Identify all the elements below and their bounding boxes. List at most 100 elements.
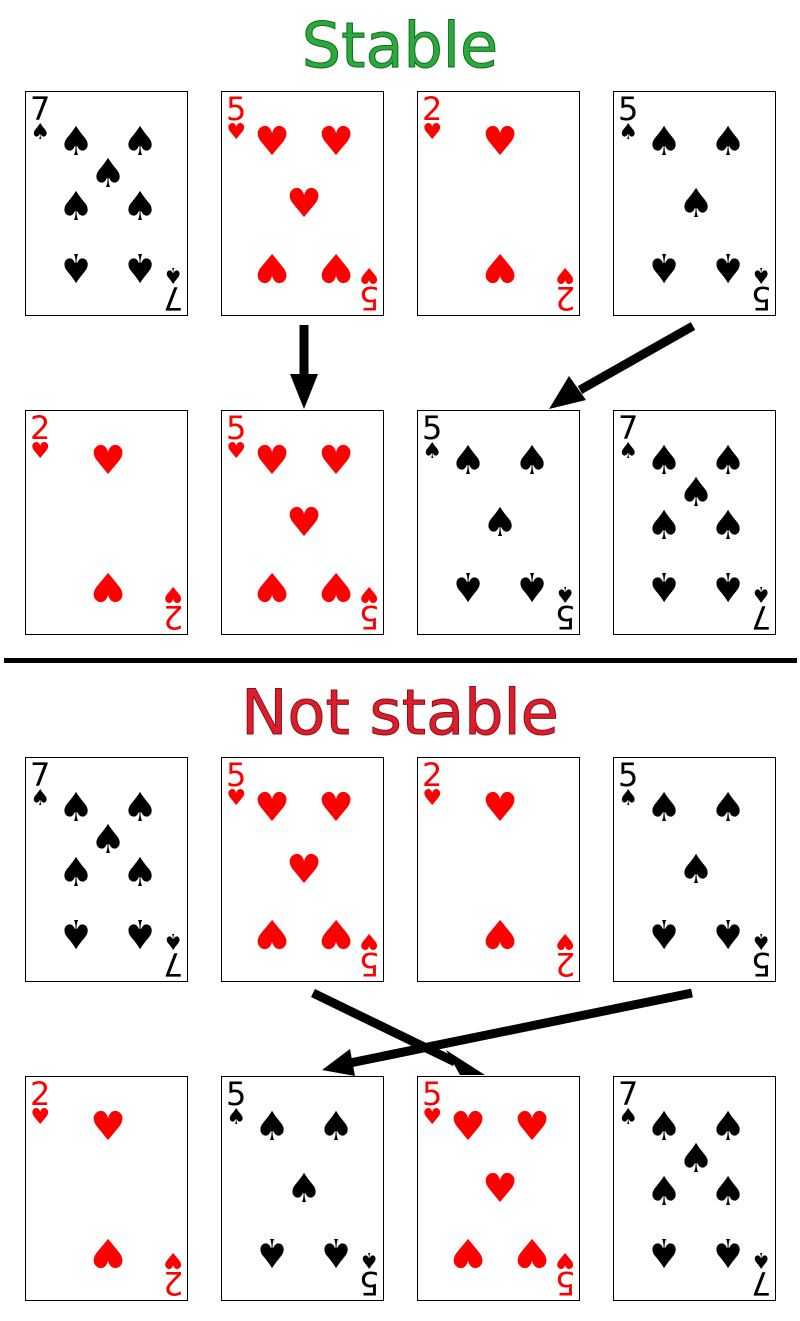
card-rank: 7: [618, 410, 639, 447]
spade-icon: ♠: [710, 1169, 746, 1215]
card-corner-index: 5♠: [618, 93, 638, 144]
card-5-spades: 5♠5♠♠♠♠♠♠: [417, 410, 580, 635]
spade-icon: ♠: [482, 500, 518, 546]
spade-icon: ♠: [678, 847, 714, 893]
spade-icon: ♠: [618, 120, 639, 145]
card-rank: 5: [226, 410, 247, 447]
spade-icon: ♠: [710, 438, 746, 484]
spade-icon: ♠: [646, 119, 682, 165]
spade-icon: ♠: [318, 1104, 354, 1150]
stable-arrows: [290, 322, 696, 409]
card-5-spades: 5♠5♠♠♠♠♠♠: [221, 1076, 384, 1301]
card-rank: 2: [422, 91, 443, 128]
spade-icon: ♠: [30, 786, 51, 811]
card-corner-index: 2♥: [422, 93, 442, 144]
heart-icon: ♥: [482, 1166, 518, 1212]
section-divider: [4, 658, 797, 663]
heart-icon: ♥: [422, 1105, 443, 1130]
card-corner-index: 7♠: [30, 759, 50, 810]
spade-icon: ♠: [710, 785, 746, 831]
heart-icon: ♥: [254, 438, 290, 484]
card-7-spades: 7♠7♠♠♠♠♠♠♠♠: [25, 757, 188, 982]
card-corner-index: 5♠: [618, 759, 638, 810]
spade-icon: ♠: [30, 120, 51, 145]
heart-icon: ♥: [254, 119, 290, 165]
arrow-head: [446, 1050, 485, 1075]
card-corner-index: 5♥: [226, 93, 246, 144]
card-5-hearts: 5♥5♥♥♥♥♥♥: [221, 757, 384, 982]
arrow-head: [322, 1049, 355, 1076]
spade-icon: ♠: [678, 181, 714, 227]
spade-icon: ♠: [618, 1105, 639, 1130]
card-2-hearts: 2♥2♥♥♥: [417, 91, 580, 316]
card-corner-index: 5♥: [226, 412, 246, 463]
spade-icon: ♠: [678, 470, 714, 516]
heart-icon: ♥: [286, 181, 322, 227]
arrow-head: [290, 374, 318, 409]
card-2-hearts: 2♥2♥♥♥: [25, 1076, 188, 1301]
spade-icon: ♠: [90, 817, 126, 863]
card-rank: 2: [30, 410, 51, 447]
spade-icon: ♠: [422, 439, 443, 464]
heart-icon: ♥: [482, 785, 518, 831]
card-corner-index: 5♥: [422, 1078, 442, 1129]
card-5-spades: 5♠5♠♠♠♠♠♠: [613, 91, 776, 316]
spade-icon: ♠: [618, 786, 639, 811]
spade-icon: ♠: [710, 503, 746, 549]
heart-icon: ♥: [90, 438, 126, 484]
heart-icon: ♥: [254, 785, 290, 831]
stable-title: Stable: [301, 9, 499, 82]
spade-icon: ♠: [710, 1104, 746, 1150]
card-5-hearts: 5♥5♥♥♥♥♥♥: [417, 1076, 580, 1301]
heart-icon: ♥: [226, 120, 247, 145]
heart-icon: ♥: [450, 1104, 486, 1150]
spade-icon: ♠: [58, 850, 94, 896]
card-7-spades: 7♠7♠♠♠♠♠♠♠♠: [613, 1076, 776, 1301]
spade-icon: ♠: [254, 1104, 290, 1150]
spade-icon: ♠: [122, 785, 158, 831]
card-corner-index: 2♥: [30, 1078, 50, 1129]
heart-icon: ♥: [422, 120, 443, 145]
spade-icon: ♠: [646, 1169, 682, 1215]
spade-icon: ♠: [122, 184, 158, 230]
card-corner-index: 5♠: [422, 412, 442, 463]
heart-icon: ♥: [318, 119, 354, 165]
card-corner-index: 2♥: [30, 412, 50, 463]
heart-icon: ♥: [226, 439, 247, 464]
card-5-hearts: 5♥5♥♥♥♥♥♥: [221, 410, 384, 635]
card-corner-index: 5♠: [226, 1078, 246, 1129]
spade-icon: ♠: [226, 1105, 247, 1130]
card-rank: 5: [226, 757, 247, 794]
heart-icon: ♥: [514, 1104, 550, 1150]
heart-icon: ♥: [30, 439, 51, 464]
spade-icon: ♠: [710, 119, 746, 165]
not-stable-title: Not stable: [241, 676, 560, 749]
heart-icon: ♥: [30, 1105, 51, 1130]
card-rank: 7: [30, 757, 51, 794]
card-5-spades: 5♠5♠♠♠♠♠♠: [613, 757, 776, 982]
card-corner-index: 2♥: [422, 759, 442, 810]
card-corner-index: 5♥: [226, 759, 246, 810]
card-rank: 2: [422, 757, 443, 794]
heart-icon: ♥: [318, 438, 354, 484]
spade-icon: ♠: [122, 119, 158, 165]
card-2-hearts: 2♥2♥♥♥: [417, 757, 580, 982]
card-7-spades: 7♠7♠♠♠♠♠♠♠♠: [25, 91, 188, 316]
card-corner-index: 7♠: [618, 1078, 638, 1129]
heart-icon: ♥: [90, 1104, 126, 1150]
spade-icon: ♠: [90, 151, 126, 197]
card-rank: 5: [422, 1076, 443, 1113]
card-corner-index: 7♠: [618, 412, 638, 463]
card-rank: 2: [30, 1076, 51, 1113]
spade-icon: ♠: [678, 1136, 714, 1182]
spade-icon: ♠: [646, 503, 682, 549]
heart-icon: ♥: [318, 785, 354, 831]
card-rank: 5: [226, 91, 247, 128]
spade-icon: ♠: [450, 438, 486, 484]
heart-icon: ♥: [482, 119, 518, 165]
card-rank: 5: [618, 91, 639, 128]
card-rank: 5: [618, 757, 639, 794]
spade-icon: ♠: [58, 785, 94, 831]
heart-icon: ♥: [422, 786, 443, 811]
